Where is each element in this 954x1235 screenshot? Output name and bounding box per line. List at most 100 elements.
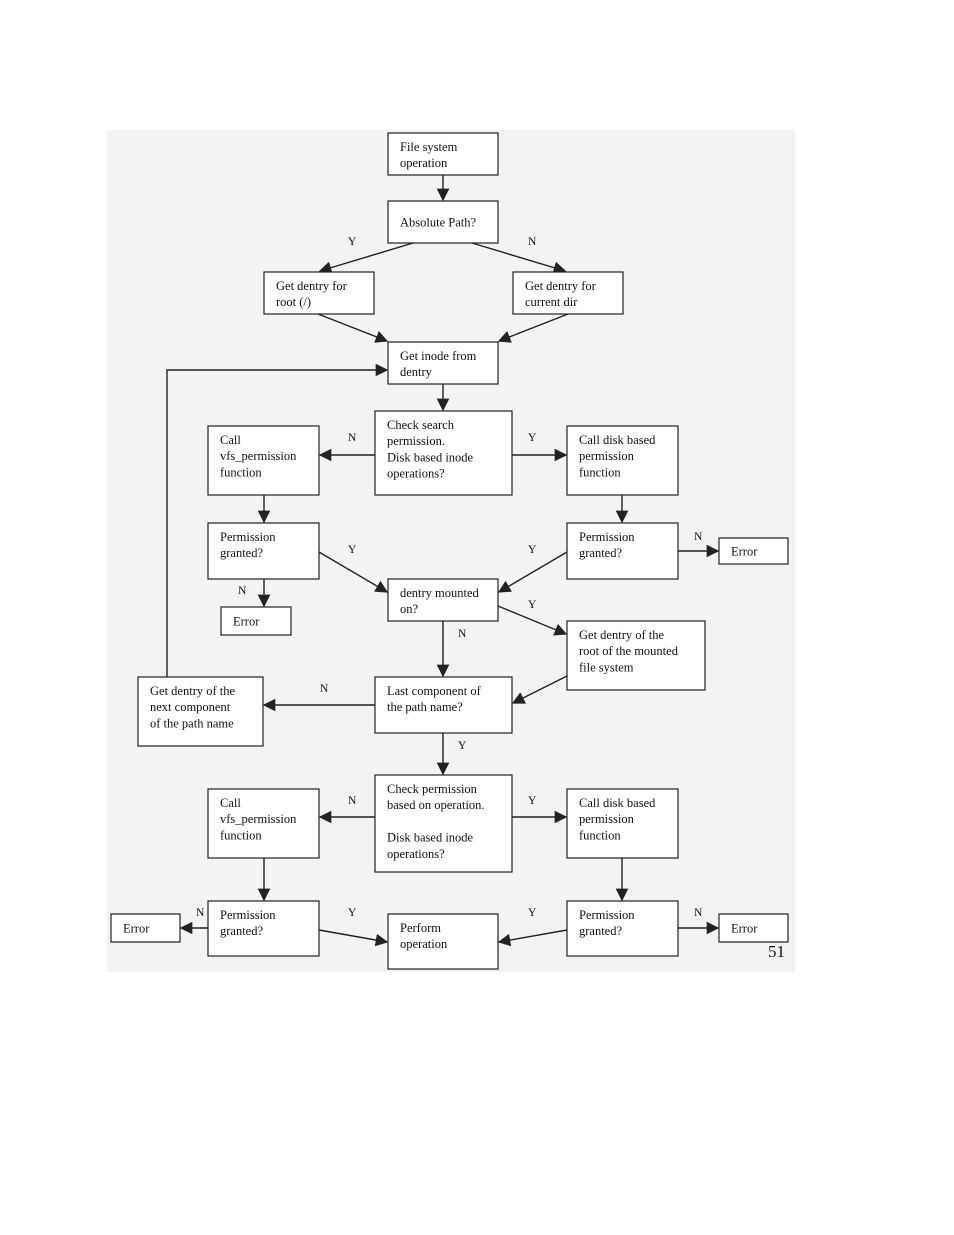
edge-perm-right-1-to-dentry-mounted [497, 551, 568, 593]
node-label-line: based on operation. [387, 798, 485, 812]
node-box [137, 676, 264, 747]
node-box [387, 578, 499, 622]
node-label-line: dentry [400, 365, 433, 379]
node-box [387, 200, 499, 244]
node-label-line: Permission [220, 530, 276, 544]
edge-dentry-root-to-get-inode [317, 313, 389, 343]
node-label-line: Disk based inode [387, 450, 474, 464]
node-perform-op: Perform operation [387, 913, 499, 970]
edge-dentry-cur-to-get-inode [497, 313, 569, 343]
node-label-line: next component [150, 700, 231, 714]
node-last-comp: Last component of the path name? [374, 676, 513, 734]
node-label-line: Permission [579, 908, 635, 922]
node-error-left-1: Error [220, 606, 292, 636]
edge-label: Y [528, 432, 537, 444]
node-label-line: Get dentry of the [579, 628, 664, 642]
node-label-line: function [220, 465, 262, 479]
node-label-line: Error [123, 922, 150, 936]
node-label-line: Perform [400, 921, 441, 935]
node-label-line: Error [233, 615, 260, 629]
edge-label: Y [348, 544, 357, 556]
node-label-line: Absolute Path? [400, 216, 476, 230]
node-label-line: operations? [387, 847, 445, 861]
node-label-line: Permission [220, 908, 276, 922]
edge-abs-path-to-dentry-root [318, 242, 414, 274]
node-box [207, 900, 320, 957]
edge-perm-left-2-to-perform-op [318, 929, 389, 947]
node-label-line: function [579, 465, 621, 479]
node-label-line: operation [400, 156, 448, 170]
edge-label: Y [528, 599, 537, 611]
node-label-line: file system [579, 660, 634, 674]
node-error-left-2: Error [110, 913, 181, 943]
node-box [220, 606, 292, 636]
node-perm-left-1: Permission granted? [207, 522, 320, 580]
node-box [718, 913, 789, 943]
node-label-line: granted? [579, 924, 622, 938]
node-label-line: operations? [387, 467, 445, 481]
node-label-line: Disk based inode [387, 831, 474, 845]
node-label-line: operation [400, 937, 448, 951]
node-label-line: function [579, 828, 621, 842]
node-box [512, 271, 624, 315]
node-box [263, 271, 375, 315]
edge-get-root-mounted-to-last-comp [511, 675, 568, 704]
edge-label: Y [528, 544, 537, 556]
node-box [387, 913, 499, 970]
node-label-line: granted? [220, 546, 263, 560]
node-get-next-comp: Get dentry of the next component of the pa… [137, 676, 264, 747]
node-label-line: Get dentry for [525, 279, 597, 293]
node-label-line: Get dentry for [276, 279, 348, 293]
node-perm-right-2: Permission granted? [566, 900, 679, 957]
node-label-line: root (/) [276, 295, 311, 309]
node-box [374, 410, 513, 496]
node-error-right-1: Error [718, 537, 789, 565]
edge-label: N [238, 585, 247, 597]
node-label-line: granted? [579, 546, 622, 560]
node-label-line: on? [400, 602, 419, 616]
node-box [110, 913, 181, 943]
page-number: 51 [768, 942, 785, 961]
node-label-line: permission [579, 449, 635, 463]
node-label-line: of the path name [150, 716, 234, 730]
node-label-line: vfs_permission [220, 449, 297, 463]
node-perm-left-2: Permission granted? [207, 900, 320, 957]
node-box [374, 774, 513, 873]
node-label-line: granted? [220, 924, 263, 938]
node-box [207, 425, 320, 496]
node-box [566, 788, 679, 859]
node-abs-path: Absolute Path? [387, 200, 499, 244]
node-label-line: permission. [387, 434, 445, 448]
edge-label: N [348, 795, 357, 807]
node-label-line: Get dentry of the [150, 684, 235, 698]
node-get-inode: Get inode from dentry [387, 341, 499, 385]
node-label-line: root of the mounted [579, 644, 679, 658]
node-label-line: the path name? [387, 700, 463, 714]
edge-label: Y [458, 740, 467, 752]
node-dentry-mounted: dentry mounted on? [387, 578, 499, 622]
node-label-line: Get inode from [400, 349, 477, 363]
node-box [387, 132, 499, 176]
node-label-line: dentry mounted [400, 586, 480, 600]
edge-label: Y [528, 907, 537, 919]
edge-label: N [458, 628, 467, 640]
node-label-line: Last component of [387, 684, 482, 698]
node-get-root-mounted: Get dentry of the root of the mounted file… [566, 620, 706, 691]
node-box [566, 900, 679, 957]
edge-dentry-mounted-to-get-root-mounted [497, 605, 568, 636]
edge-label: N [320, 683, 329, 695]
edge-label: Y [348, 907, 357, 919]
node-label-line: Call disk based [579, 796, 656, 810]
node-box [566, 425, 679, 496]
node-label-line: Error [731, 545, 758, 559]
node-label-line: Call [220, 796, 241, 810]
